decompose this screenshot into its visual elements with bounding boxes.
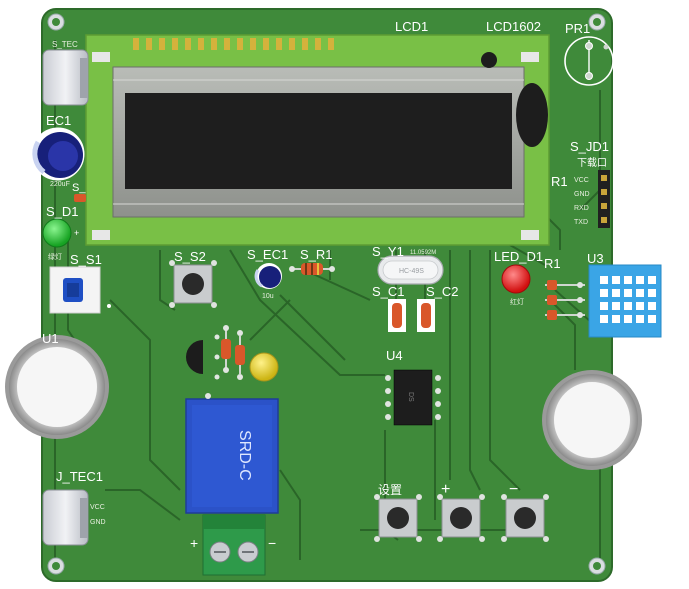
lcd-part-label: LCD1602 bbox=[486, 19, 541, 34]
relay-srd-c: SRD-C bbox=[185, 393, 279, 514]
button-plus bbox=[437, 494, 485, 542]
crystal-text: HC-49S bbox=[399, 268, 424, 275]
j-gnd-label: GND bbox=[90, 519, 106, 526]
s-ec1-value: 10u bbox=[262, 293, 274, 300]
button-plus-label: + bbox=[441, 481, 450, 498]
u3-dht-sensor bbox=[588, 264, 662, 338]
led-d1-red-led bbox=[501, 264, 531, 294]
s-d1-note: 绿灯 bbox=[48, 252, 62, 261]
u1-mounting-hole bbox=[5, 335, 109, 439]
right-mounting-hole bbox=[542, 370, 642, 470]
s-s1-switch bbox=[49, 266, 111, 314]
s-y1-crystal: HC-49S bbox=[377, 255, 444, 285]
s-ec1-capacitor bbox=[254, 263, 282, 289]
s-c2-label: S_C2 bbox=[426, 284, 459, 299]
s-s1-label: S_S1 bbox=[70, 252, 102, 267]
pr1-photoresistor bbox=[564, 36, 614, 86]
chip-text: DS bbox=[407, 392, 414, 402]
u3-vent-grid bbox=[600, 276, 656, 323]
s-s2-label: S_S2 bbox=[174, 249, 206, 264]
button-set-label: 设置 bbox=[378, 483, 402, 497]
button-minus-label: − bbox=[509, 481, 518, 498]
relay-driver-transistor bbox=[186, 334, 220, 380]
pin-gnd-label: GND bbox=[574, 191, 590, 198]
terminal-minus: − bbox=[268, 535, 276, 551]
usb-c-connector-bottom bbox=[42, 489, 89, 546]
u4-label: U4 bbox=[386, 348, 403, 363]
driver-resistors bbox=[221, 325, 245, 380]
s-ec1-label: S_EC1 bbox=[247, 247, 288, 262]
s-small-label: S_ bbox=[72, 182, 86, 194]
u3-label: U3 bbox=[587, 251, 604, 266]
s-d1-green-led bbox=[42, 218, 72, 248]
s-y1-value: 11.0592M bbox=[410, 250, 436, 256]
s-jd1-label: S_JD1 bbox=[570, 139, 609, 154]
plus-mark-d1: + bbox=[74, 228, 79, 238]
u1-label: U1 bbox=[42, 331, 59, 346]
corner-holes bbox=[47, 13, 606, 575]
terminal-plus: + bbox=[190, 535, 198, 551]
button-minus bbox=[501, 494, 549, 542]
s-y1-label: S_Y1 bbox=[372, 244, 404, 259]
lcd-screen bbox=[125, 93, 512, 189]
lcd-backlight-blob bbox=[516, 83, 548, 147]
pr1-label: PR1 bbox=[565, 21, 590, 36]
port-caption: 下载口 bbox=[577, 157, 607, 169]
lcd1602-module bbox=[85, 34, 550, 246]
s-r1-label: S_R1 bbox=[300, 247, 333, 262]
s-jd1-header bbox=[598, 170, 610, 228]
pin-rxd-label: RXD bbox=[574, 205, 589, 212]
j-vcc-label: VCC bbox=[90, 504, 105, 511]
terminal-block bbox=[202, 514, 266, 576]
ec1-capacitor bbox=[31, 127, 85, 181]
s-c2-capacitor bbox=[417, 299, 435, 332]
r1-left-label: R1 bbox=[544, 256, 561, 271]
j-tec1-label: J_TEC1 bbox=[56, 469, 103, 484]
s-c1-capacitor bbox=[388, 299, 406, 332]
s-tec-label: S_TEC bbox=[52, 40, 78, 49]
relay-yellow-led bbox=[249, 352, 279, 382]
s-r1-resistor bbox=[289, 263, 335, 275]
s-s2-button bbox=[169, 260, 217, 308]
ec1-value: 220uF bbox=[50, 181, 70, 188]
s-d1-label: S_D1 bbox=[46, 204, 79, 219]
led-d1-label: LED_D1 bbox=[494, 249, 543, 264]
ec1-label: EC1 bbox=[46, 113, 71, 128]
button-set bbox=[374, 494, 422, 542]
u4-ic-chip: DS bbox=[385, 369, 441, 426]
lcd-ref-label: LCD1 bbox=[395, 19, 428, 34]
pin-vcc-label: VCC bbox=[574, 177, 589, 184]
lcd-header-pins bbox=[133, 38, 334, 50]
relay-text: SRD-C bbox=[236, 430, 253, 481]
small-smd-resistor bbox=[74, 194, 86, 202]
led-d1-note: 红灯 bbox=[510, 297, 524, 306]
u3-pullup-resistors bbox=[545, 280, 585, 320]
pin-txd-label: TXD bbox=[574, 219, 588, 226]
usb-c-connector-top bbox=[42, 49, 89, 106]
s-c1-label: S_C1 bbox=[372, 284, 405, 299]
r1-right-label: R1 bbox=[551, 174, 568, 189]
